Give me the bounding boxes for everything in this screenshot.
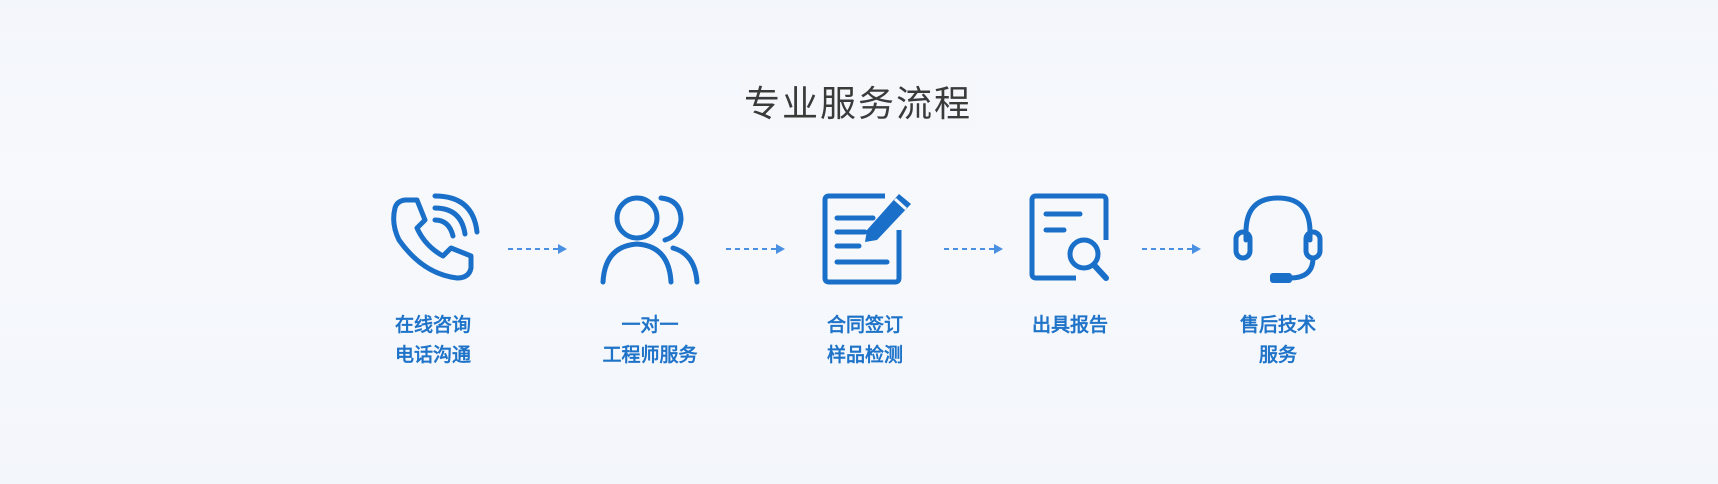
step-engineer-service: 一对一 工程师服务 xyxy=(560,190,740,370)
step-label-line1: 出具报告 xyxy=(1031,314,1108,336)
phone-icon xyxy=(378,190,488,290)
step-label-line2: 样品检测 xyxy=(826,344,903,366)
title-container: 专业服务流程 xyxy=(741,74,975,128)
arrow-3 xyxy=(944,240,1004,254)
step-issue-report: 出具报告 xyxy=(980,190,1160,340)
headset-icon xyxy=(1223,190,1333,290)
step-online-consult: 在线咨询 电话沟通 xyxy=(343,190,523,370)
step-label-line2: 服务 xyxy=(1258,344,1297,366)
step-label-line1: 在线咨询 xyxy=(394,314,471,336)
arrow-4 xyxy=(1142,240,1202,254)
users-icon xyxy=(595,190,705,290)
step-label-line2: 工程师服务 xyxy=(602,344,698,366)
step-label-line1: 一对一 xyxy=(621,314,679,336)
arrow-2 xyxy=(726,240,786,254)
step-label-line1: 售后技术 xyxy=(1239,314,1316,336)
arrow-1 xyxy=(508,240,568,254)
page-title: 专业服务流程 xyxy=(743,84,972,125)
report-search-icon xyxy=(1015,190,1125,290)
contract-icon xyxy=(810,190,920,290)
step-contract-testing: 合同签订 样品检测 xyxy=(775,190,955,370)
step-after-sales: 售后技术 服务 xyxy=(1188,190,1368,370)
step-label-line2: 电话沟通 xyxy=(394,344,471,366)
step-label-line1: 合同签订 xyxy=(826,314,903,336)
